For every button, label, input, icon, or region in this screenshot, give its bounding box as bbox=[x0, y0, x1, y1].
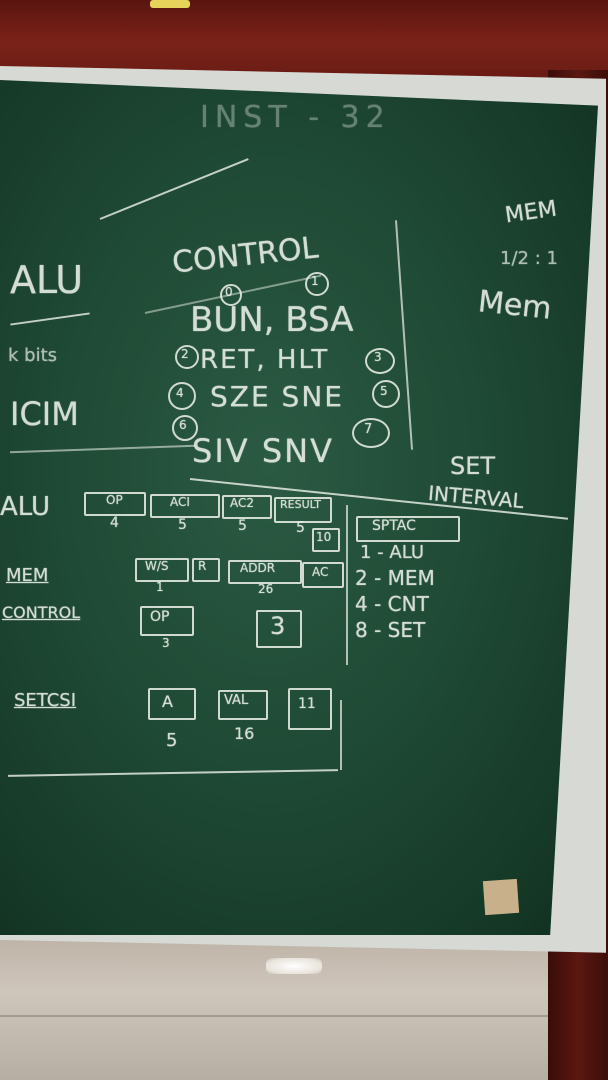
alu-field-result-bits: 5 bbox=[296, 520, 305, 536]
setcsi-field-val bbox=[218, 690, 268, 720]
marker-label-7: 7 bbox=[364, 422, 373, 437]
legend-item-1: 1 - ALU bbox=[360, 542, 425, 563]
mem-field-addr bbox=[228, 560, 302, 584]
alu-field-op-label: OP bbox=[106, 493, 123, 507]
control-field-extra bbox=[256, 610, 302, 648]
alu-field-ac2 bbox=[222, 495, 272, 519]
marker-label-2: 2 bbox=[181, 347, 189, 361]
control-row-3: SZE SNE bbox=[210, 380, 344, 413]
alu-field-ac1 bbox=[150, 494, 220, 518]
mem-field-ws bbox=[135, 558, 189, 582]
setcsi-field-a-bits: 5 bbox=[166, 730, 178, 751]
floor bbox=[0, 935, 548, 1080]
marker-0 bbox=[220, 284, 242, 306]
marker-label-3: 3 bbox=[374, 350, 382, 364]
alu-field-extra bbox=[312, 528, 340, 552]
control-row-1: BUN, BSA bbox=[190, 300, 354, 340]
control-field-op-bits: 3 bbox=[162, 636, 170, 650]
legend-divider bbox=[346, 505, 348, 665]
marker-2 bbox=[175, 345, 199, 369]
row-setcsi-label: SETCSI bbox=[14, 690, 77, 711]
mem-field-extra bbox=[302, 562, 344, 588]
row-alu-label: ALU bbox=[0, 492, 51, 522]
marker-label-5: 5 bbox=[380, 384, 388, 398]
marker-1 bbox=[305, 272, 329, 296]
chalkboard bbox=[0, 80, 598, 935]
legend-title-box bbox=[356, 516, 460, 542]
alu-field-ac1-bits: 5 bbox=[178, 517, 187, 533]
paper-sticker bbox=[482, 878, 520, 916]
control-row-2: RET, HLT bbox=[200, 345, 330, 375]
bottom-bracket-right bbox=[340, 700, 342, 770]
marker-label-6: 6 bbox=[179, 418, 187, 432]
setcsi-field-val-bits: 16 bbox=[234, 724, 255, 743]
marker-4 bbox=[168, 382, 196, 410]
mem-ratio: 1/2 : 1 bbox=[500, 248, 558, 269]
alu-field-ac1-label: ACI bbox=[170, 495, 190, 509]
alu-field-ac2-bits: 5 bbox=[238, 518, 247, 534]
icim-note: ICIM bbox=[10, 395, 79, 433]
chalk-stub bbox=[150, 0, 190, 8]
control-field-extra-label: 3 bbox=[270, 612, 286, 640]
setcsi-field-a bbox=[148, 688, 196, 720]
control-row-4: SIV SNV bbox=[192, 432, 334, 470]
bits-note: k bits bbox=[8, 345, 58, 366]
floor-line bbox=[0, 1015, 548, 1017]
mem-field-r bbox=[192, 558, 220, 582]
setcsi-field-val-label: VAL bbox=[224, 693, 249, 708]
alu-field-extra-label: 10 bbox=[316, 530, 332, 544]
marker-label-4: 4 bbox=[176, 386, 184, 400]
setcsi-field-extra bbox=[288, 688, 332, 730]
mem-field-addr-bits: 26 bbox=[258, 582, 274, 596]
legend-item-2: 2 - MEM bbox=[355, 566, 435, 590]
control-field-op bbox=[140, 606, 194, 636]
mem-field-extra-label: AC bbox=[312, 565, 329, 579]
alu-field-op-bits: 4 bbox=[110, 515, 119, 531]
alu-title: ALU bbox=[10, 258, 84, 302]
mem-field-r-label: R bbox=[198, 559, 207, 573]
marker-6 bbox=[172, 415, 198, 441]
mem-word: Mem bbox=[476, 284, 554, 327]
board-header: INST - 32 bbox=[200, 100, 391, 135]
set-label: SET bbox=[450, 452, 496, 480]
alu-field-result bbox=[274, 497, 332, 523]
alu-field-op bbox=[84, 492, 146, 516]
alu-field-ac2-label: AC2 bbox=[230, 496, 255, 510]
floor-light-reflection bbox=[266, 958, 322, 974]
legend-title: SPTAC bbox=[372, 518, 416, 534]
alu-field-result-label: RESULT bbox=[280, 498, 321, 511]
marker-3 bbox=[365, 348, 395, 374]
row-mem-label: MEM bbox=[6, 565, 49, 586]
mem-field-ws-label: W/S bbox=[145, 559, 169, 573]
marker-7 bbox=[352, 418, 390, 448]
marker-label-0: 0 bbox=[225, 285, 233, 299]
legend-item-4: 8 - SET bbox=[355, 618, 426, 642]
marker-label-1: 1 bbox=[311, 274, 319, 288]
marker-5 bbox=[372, 380, 400, 408]
mem-field-addr-label: ADDR bbox=[240, 561, 276, 575]
row-control-label: CONTROL bbox=[2, 603, 81, 622]
setcsi-field-extra-label: 11 bbox=[298, 696, 316, 712]
setcsi-field-a-label: A bbox=[162, 692, 173, 711]
control-field-op-label: OP bbox=[150, 609, 170, 625]
legend-item-3: 4 - CNT bbox=[355, 592, 429, 616]
wall-top bbox=[0, 0, 608, 70]
mem-field-ws-bits: 1 bbox=[156, 580, 164, 594]
